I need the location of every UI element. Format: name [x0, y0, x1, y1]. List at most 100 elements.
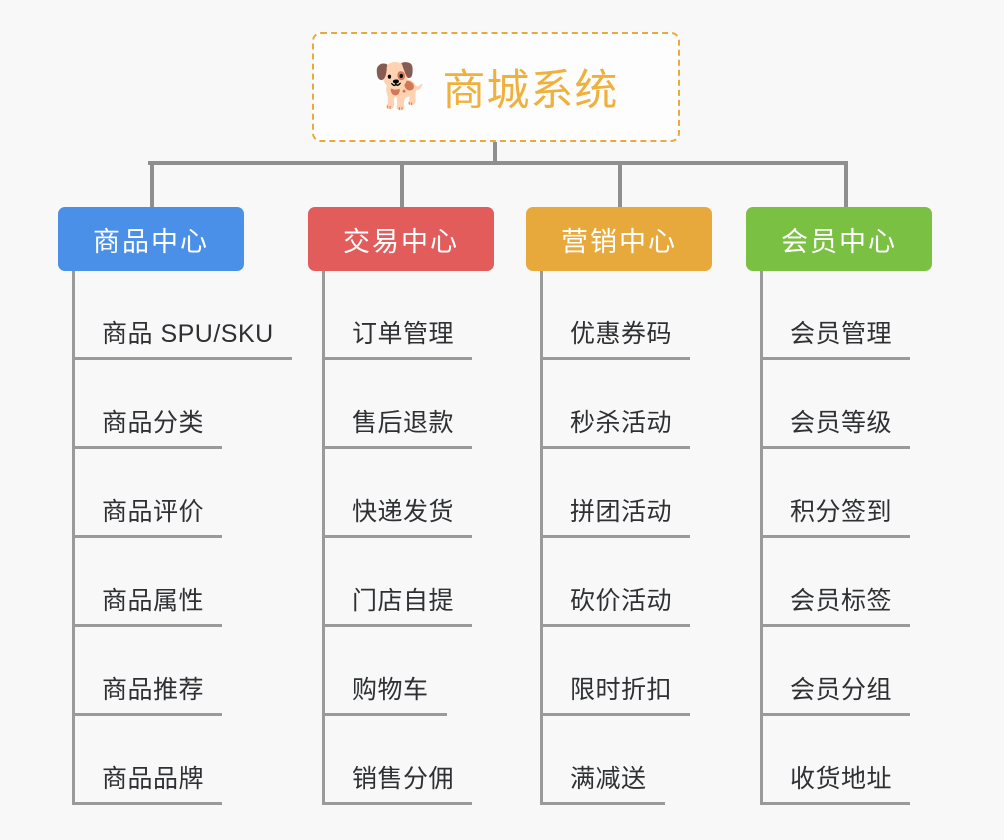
leaf-underline: 商品推荐: [72, 670, 223, 716]
column-header-label: 营销中心: [561, 226, 677, 257]
column-trade-center: 交易中心订单管理售后退款快递发货门店自提购物车销售分佣: [308, 207, 528, 805]
leaf-underline: 商品分类: [72, 403, 223, 449]
leaf-label: 会员等级: [790, 409, 893, 437]
trunk-drop-marketing-center: [618, 161, 622, 207]
leaf-item[interactable]: 会员等级: [746, 360, 966, 449]
column-header-member-center[interactable]: 会员中心: [746, 207, 932, 271]
leaf-item[interactable]: 砍价活动: [526, 538, 746, 627]
column-header-product-center[interactable]: 商品中心: [58, 207, 244, 271]
trunk-drop-member-center: [844, 161, 848, 207]
leaf-underline: 收货地址: [760, 759, 911, 805]
leaf-underline: 快递发货: [322, 492, 473, 538]
leaf-item[interactable]: 收货地址: [746, 716, 966, 805]
leaf-label: 满减送: [570, 765, 647, 793]
leaf-underline: 商品评价: [72, 492, 223, 538]
leaf-item[interactable]: 销售分佣: [308, 716, 528, 805]
leaf-list-member-center: 会员管理会员等级积分签到会员标签会员分组收货地址: [746, 271, 966, 805]
leaf-item[interactable]: 门店自提: [308, 538, 528, 627]
leaf-item[interactable]: 积分签到: [746, 449, 966, 538]
leaf-underline: 积分签到: [760, 492, 911, 538]
leaf-label: 商品属性: [102, 587, 205, 615]
leaf-item[interactable]: 商品评价: [58, 449, 278, 538]
leaf-item[interactable]: 秒杀活动: [526, 360, 746, 449]
leaf-label: 收货地址: [790, 765, 893, 793]
leaf-underline: 销售分佣: [322, 759, 473, 805]
leaf-underline: 拼团活动: [540, 492, 691, 538]
column-header-label: 会员中心: [781, 226, 897, 257]
column-member-center: 会员中心会员管理会员等级积分签到会员标签会员分组收货地址: [746, 207, 966, 805]
column-spine-member-center: [760, 271, 763, 805]
column-header-label: 交易中心: [343, 226, 459, 257]
leaf-underline: 优惠券码: [540, 314, 691, 360]
leaf-underline: 满减送: [540, 759, 665, 805]
leaf-underline: 会员管理: [760, 314, 911, 360]
root-node[interactable]: 🐕 商城系统: [312, 32, 680, 142]
leaf-label: 订单管理: [352, 320, 455, 348]
leaf-label: 商品分类: [102, 409, 205, 437]
column-header-marketing-center[interactable]: 营销中心: [526, 207, 712, 271]
leaf-item[interactable]: 商品 SPU/SKU: [58, 271, 292, 360]
leaf-label: 商品推荐: [102, 676, 205, 704]
column-product-center: 商品中心商品 SPU/SKU 商品分类商品评价商品属性商品推荐商品品牌: [58, 207, 292, 805]
leaf-label: 快递发货: [352, 498, 455, 526]
leaf-item[interactable]: 商品分类: [58, 360, 278, 449]
leaf-item[interactable]: 快递发货: [308, 449, 528, 538]
leaf-item[interactable]: 拼团活动: [526, 449, 746, 538]
leaf-label: 售后退款: [352, 409, 455, 437]
leaf-label: 秒杀活动: [570, 409, 673, 437]
column-marketing-center: 营销中心优惠券码秒杀活动拼团活动砍价活动限时折扣满减送: [526, 207, 746, 805]
leaf-item[interactable]: 商品属性: [58, 538, 278, 627]
leaf-underline: 限时折扣: [540, 670, 691, 716]
leaf-item[interactable]: 商品推荐: [58, 627, 278, 716]
leaf-item[interactable]: 满减送: [526, 716, 746, 805]
leaf-label: 商品品牌: [102, 765, 205, 793]
leaf-underline: 购物车: [322, 670, 447, 716]
leaf-label: 积分签到: [790, 498, 893, 526]
leaf-label: 拼团活动: [570, 498, 673, 526]
leaf-underline: 商品 SPU/SKU: [72, 314, 292, 360]
leaf-underline: 商品属性: [72, 581, 223, 627]
column-header-trade-center[interactable]: 交易中心: [308, 207, 494, 271]
column-spine-trade-center: [322, 271, 325, 805]
leaf-underline: 商品品牌: [72, 759, 223, 805]
leaf-underline: 会员分组: [760, 670, 911, 716]
root-title: 商城系统: [442, 67, 619, 115]
leaf-label: 门店自提: [352, 587, 455, 615]
leaf-underline: 会员等级: [760, 403, 911, 449]
column-spine-product-center: [72, 271, 75, 805]
shiba-dog-face-icon: 🐕: [373, 62, 429, 111]
leaf-underline: 售后退款: [322, 403, 473, 449]
leaf-underline: 订单管理: [322, 314, 473, 360]
leaf-label: 会员标签: [790, 587, 893, 615]
leaf-label: 会员分组: [790, 676, 893, 704]
leaf-item[interactable]: 优惠券码: [526, 271, 746, 360]
leaf-underline: 秒杀活动: [540, 403, 691, 449]
trunk-drop-product-center: [150, 161, 154, 207]
leaf-label: 优惠券码: [570, 320, 673, 348]
leaf-label: 限时折扣: [570, 676, 673, 704]
leaf-underline: 会员标签: [760, 581, 911, 627]
leaf-label: 销售分佣: [352, 765, 455, 793]
trunk-stem-connector: [493, 142, 497, 164]
leaf-label: 砍价活动: [570, 587, 673, 615]
leaf-label: 商品评价: [102, 498, 205, 526]
column-spine-marketing-center: [540, 271, 543, 805]
leaf-item[interactable]: 订单管理: [308, 271, 528, 360]
leaf-list-marketing-center: 优惠券码秒杀活动拼团活动砍价活动限时折扣满减送: [526, 271, 746, 805]
leaf-underline: 砍价活动: [540, 581, 691, 627]
leaf-item[interactable]: 会员管理: [746, 271, 966, 360]
leaf-label: 购物车: [352, 676, 429, 704]
leaf-item[interactable]: 会员标签: [746, 538, 966, 627]
leaf-item[interactable]: 会员分组: [746, 627, 966, 716]
leaf-list-trade-center: 订单管理售后退款快递发货门店自提购物车销售分佣: [308, 271, 528, 805]
leaf-item[interactable]: 限时折扣: [526, 627, 746, 716]
leaf-label: 会员管理: [790, 320, 893, 348]
leaf-item[interactable]: 商品品牌: [58, 716, 278, 805]
leaf-item[interactable]: 售后退款: [308, 360, 528, 449]
column-header-label: 商品中心: [93, 226, 209, 257]
leaf-list-product-center: 商品 SPU/SKU 商品分类商品评价商品属性商品推荐商品品牌: [58, 271, 292, 805]
trunk-drop-trade-center: [400, 161, 404, 207]
leaf-label: 商品 SPU/SKU: [102, 320, 274, 348]
leaf-item[interactable]: 购物车: [308, 627, 528, 716]
